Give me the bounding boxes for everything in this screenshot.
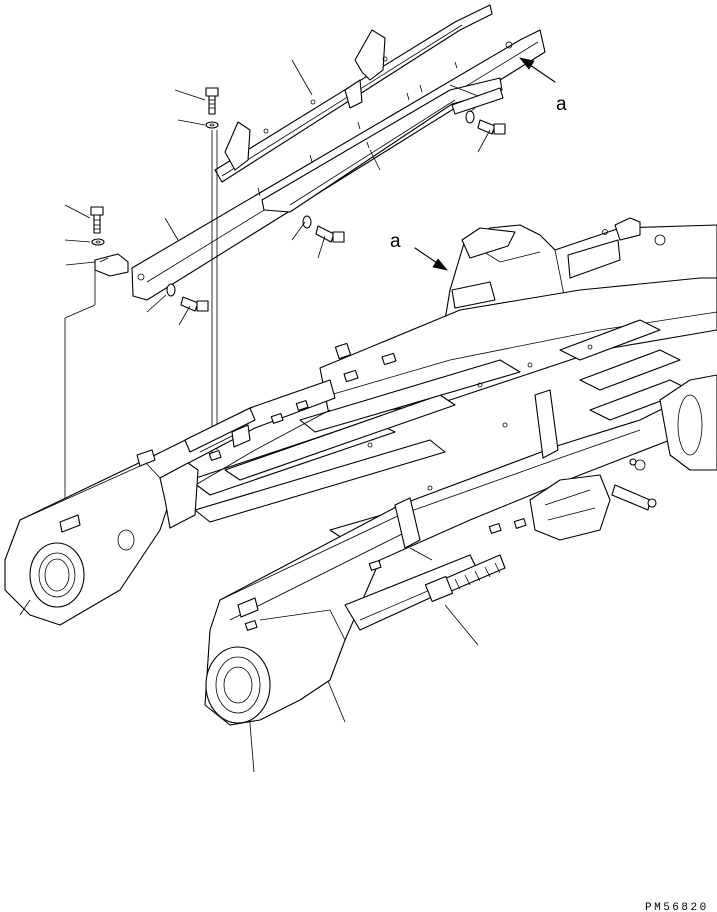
- cross-member-4: [194, 439, 446, 523]
- rear-bracket: [614, 217, 641, 241]
- cover-hole: [505, 41, 513, 49]
- cover-hole: [263, 128, 269, 134]
- front-bracket-pad: [237, 597, 259, 618]
- cross-member-6: [559, 319, 661, 361]
- idler-hole-left: [29, 542, 85, 608]
- left-top-mount: [136, 449, 156, 467]
- callout-a-lower: a: [390, 231, 401, 252]
- bolt-icon: [205, 87, 219, 115]
- cover-hole: [382, 56, 388, 62]
- rear-rail-end: [659, 374, 717, 471]
- bolt-icon: [180, 296, 209, 312]
- bolt-icon: [90, 206, 104, 234]
- cross-member-2: [224, 394, 456, 481]
- front-upright: [394, 497, 421, 549]
- drawing-number: PM56820: [645, 902, 709, 912]
- washer-icon: [302, 215, 312, 229]
- bolt-icon: [315, 225, 345, 243]
- view-arrow-lower: [414, 247, 449, 271]
- cross-member-7: [579, 349, 681, 391]
- washer-icon: [91, 238, 105, 246]
- lower-cover-strip: [261, 77, 503, 213]
- cover-end-pad: [451, 87, 504, 115]
- upper-cover-assembly: [94, 4, 546, 301]
- left-side-plates: [184, 407, 256, 453]
- callout-a-upper: a: [556, 94, 567, 115]
- rear-raised-pad: [451, 281, 496, 309]
- washer-icon: [205, 121, 219, 129]
- cover-hole: [310, 99, 316, 105]
- track-frame: [4, 217, 717, 726]
- view-arrow-upper: [518, 57, 556, 83]
- cover-slots: [257, 61, 458, 197]
- rear-yoke-pin: [611, 484, 651, 511]
- frame-bolt-blocks: [208, 342, 527, 631]
- left-bracket-stack: [231, 424, 251, 448]
- left-inner-box: [159, 462, 199, 529]
- rear-rail-plate: [567, 239, 621, 279]
- washer-icon: [166, 283, 176, 297]
- upper-bracket-2: [224, 121, 251, 171]
- left-end-bracket: [94, 253, 129, 277]
- front-upright-2: [534, 389, 559, 459]
- rear-top-bracket: [461, 227, 516, 259]
- frame-holes: [367, 344, 593, 491]
- upper-bracket-3: [344, 79, 363, 109]
- cross-member-3: [299, 359, 521, 433]
- rear-yoke: [529, 474, 611, 541]
- left-track-rail: [4, 379, 336, 626]
- recoil-spring: [424, 554, 506, 603]
- cover-hole: [137, 273, 145, 281]
- front-track-rail: [204, 384, 717, 726]
- washer-icon: [465, 110, 475, 124]
- bolt-icon: [477, 119, 506, 135]
- left-bracket-pad: [59, 514, 81, 533]
- upper-bracket-1: [354, 29, 386, 81]
